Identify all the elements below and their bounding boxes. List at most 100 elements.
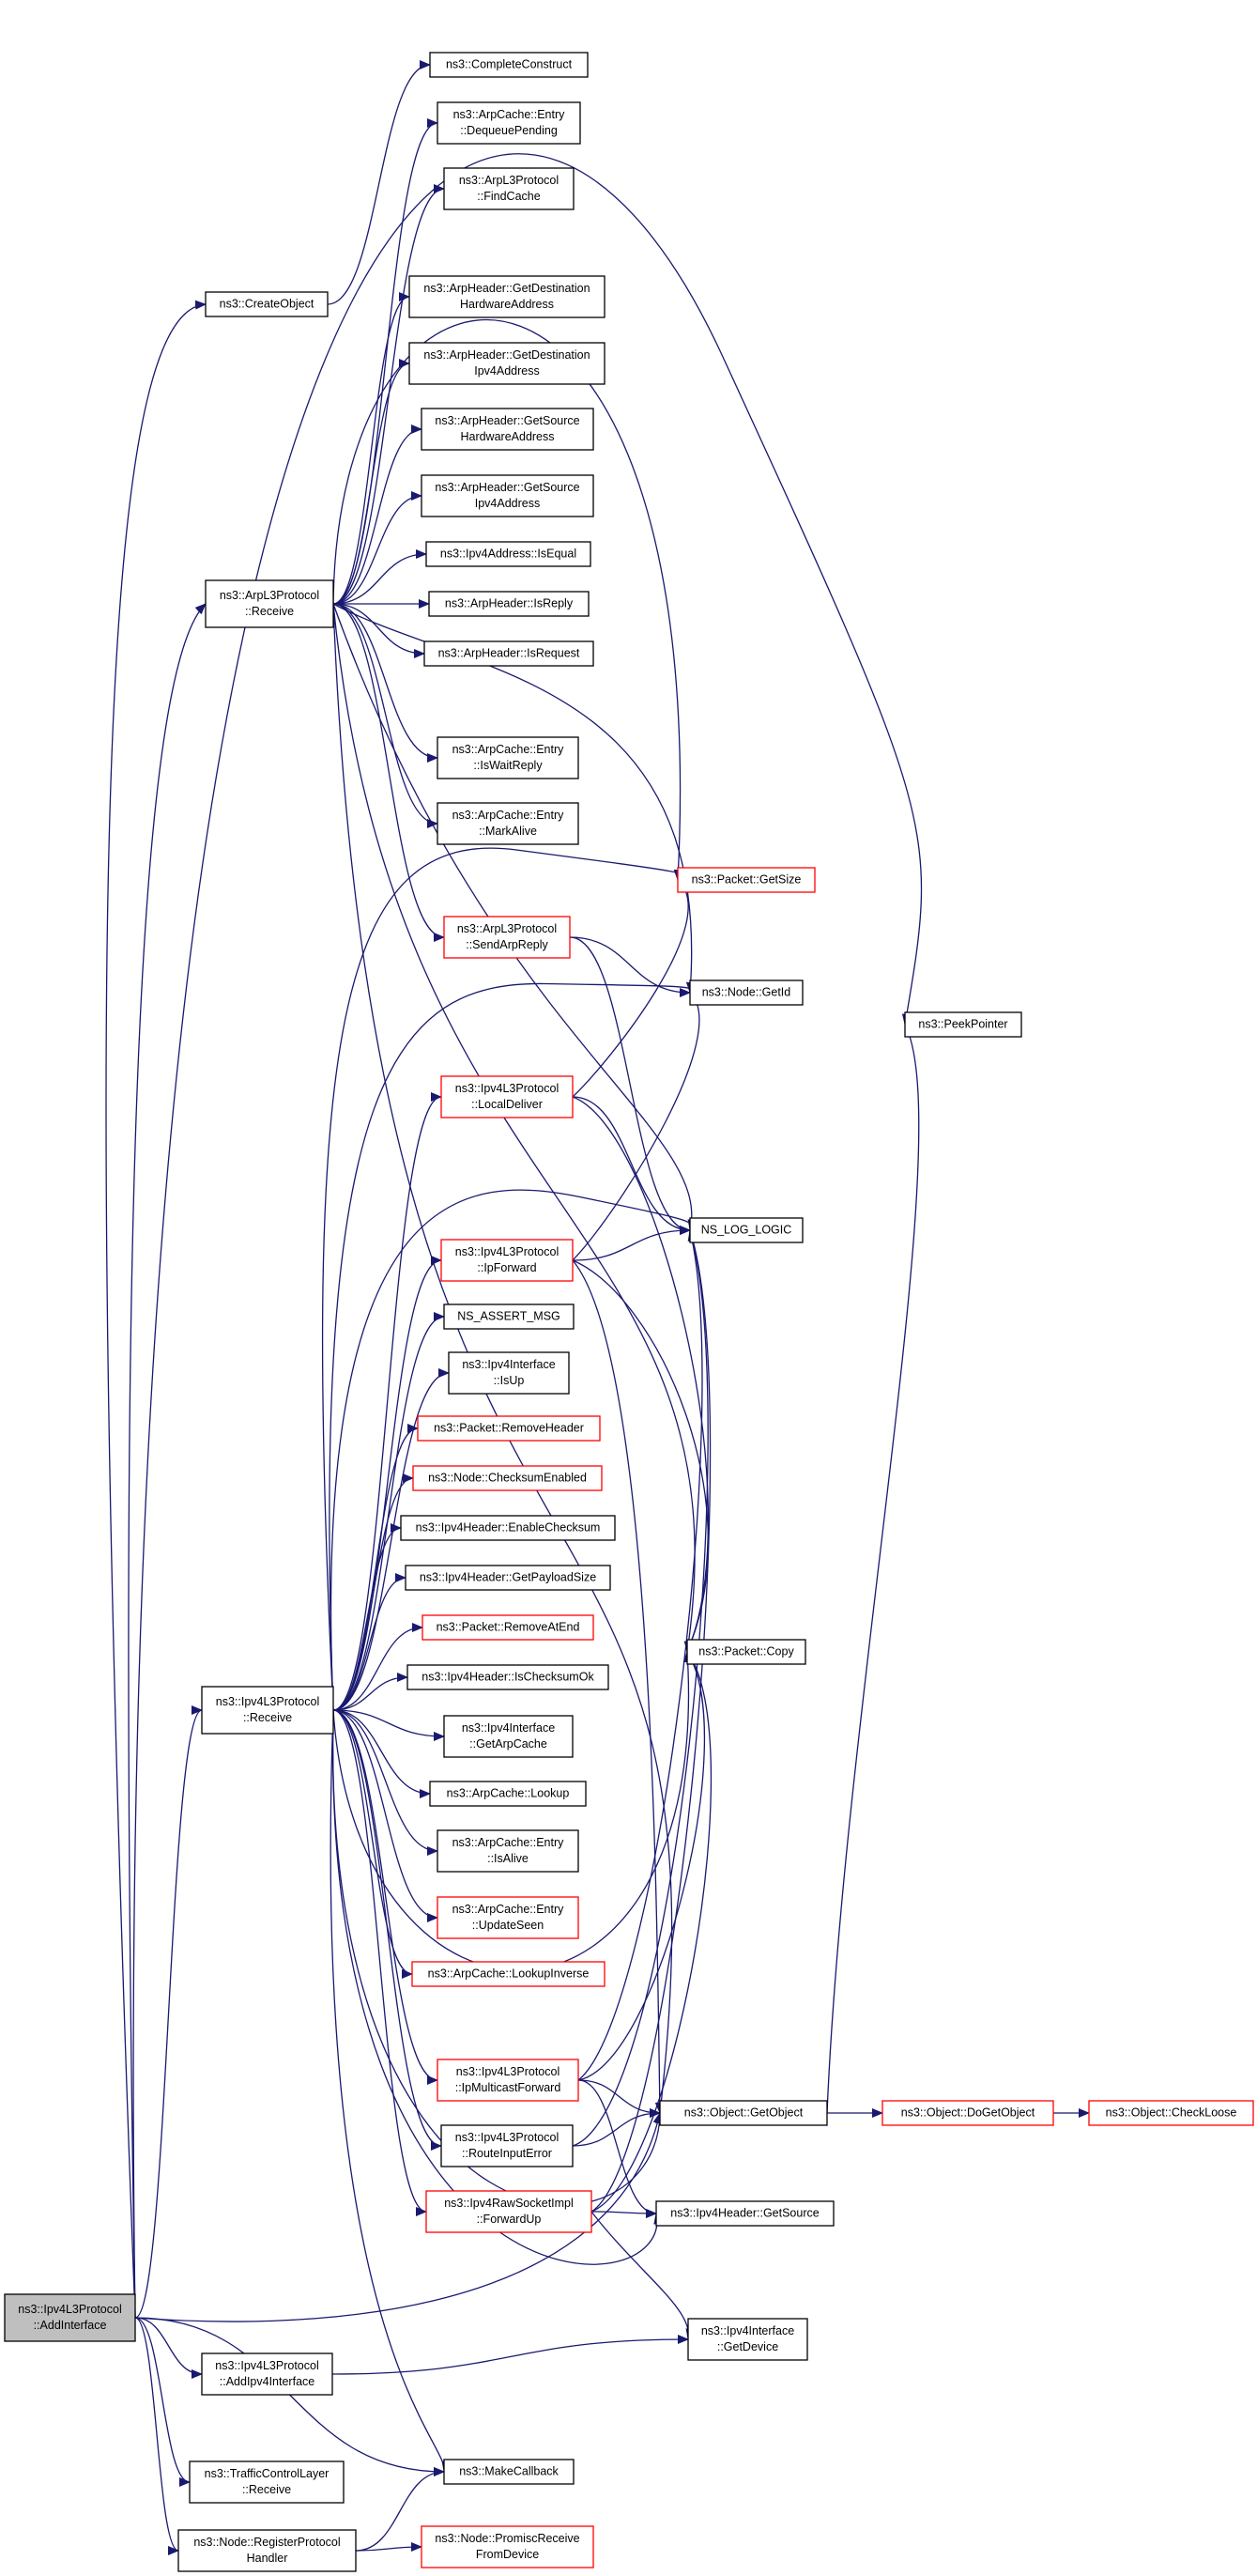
node-removeatend[interactable]: ns3::Packet::RemoveAtEnd <box>422 1614 594 1641</box>
node-isequal[interactable]: ns3::Ipv4Address::IsEqual <box>425 541 591 567</box>
edge-addinterface-to-registerprotocol <box>134 2317 179 2555</box>
node-label: ns3::Ipv4Header::GetSource <box>670 2206 819 2219</box>
node-label: ::IpMulticastForward <box>455 2081 561 2094</box>
node-label: Handler <box>247 2552 288 2565</box>
node-label: ns3::Ipv4L3Protocol <box>456 2065 560 2078</box>
node-lookup[interactable]: ns3::ArpCache::Lookup <box>429 1781 587 1807</box>
node-label: ns3::Ipv4Interface <box>462 1358 555 1371</box>
edge-addinterface-to-addipv4interface <box>134 2317 203 2379</box>
edge-localdeliver-to-nsloglogic <box>572 1096 691 1235</box>
node-label: ns3::ArpCache::Entry <box>453 108 566 121</box>
edge-ipv4receive-to-nsassertmsg <box>332 1312 445 1711</box>
edge-arpreceive-to-getsrchw <box>332 424 422 605</box>
node-label: ::Receive <box>242 2483 291 2496</box>
node-ipmulticastforward[interactable]: ns3::Ipv4L3Protocol::IpMulticastForward <box>437 2059 579 2102</box>
node-label: ::RouteInputError <box>462 2147 552 2160</box>
node-markalive[interactable]: ns3::ArpCache::Entry::MarkAlive <box>437 802 579 845</box>
node-addipv4interface[interactable]: ns3::Ipv4L3Protocol::AddIpv4Interface <box>201 2352 333 2396</box>
edge-ipv4receive-to-routeinputerror <box>332 1709 442 2151</box>
edge-ipv4receive-to-lookup <box>332 1709 431 1798</box>
node-getdestip[interactable]: ns3::ArpHeader::GetDestinationIpv4Addres… <box>408 342 606 385</box>
node-dequeuepending[interactable]: ns3::ArpCache::Entry::DequeuePending <box>437 101 581 145</box>
node-sendarpreply[interactable]: ns3::ArpL3Protocol::SendArpReply <box>443 916 571 959</box>
node-getarpcache[interactable]: ns3::Ipv4Interface::GetArpCache <box>443 1715 574 1758</box>
node-arpreceive[interactable]: ns3::ArpL3Protocol::Receive <box>205 579 334 628</box>
edge-createobject-to-completeconstruct <box>327 60 431 305</box>
edge-ipv4receive-to-getid <box>329 981 700 1711</box>
node-getpayloadsize[interactable]: ns3::Ipv4Header::GetPayloadSize <box>405 1565 611 1591</box>
edge-ipv4receive-to-removeatend <box>332 1623 423 1711</box>
node-label: ns3::Ipv4Address::IsEqual <box>440 547 576 560</box>
node-checkloose[interactable]: ns3::Object::CheckLoose <box>1088 2100 1254 2126</box>
node-ipforward[interactable]: ns3::Ipv4L3Protocol::IpForward <box>440 1239 574 1282</box>
node-label: ns3::Node::PromiscReceive <box>435 2532 579 2545</box>
edge-forwardup-to-getsource <box>590 2208 657 2218</box>
node-label: ::IsUp <box>494 1374 525 1387</box>
node-dogetobject[interactable]: ns3::Object::DoGetObject <box>881 2100 1054 2126</box>
node-ischecksumok[interactable]: ns3::Ipv4Header::IsChecksumOk <box>406 1664 609 1690</box>
node-makecallback[interactable]: ns3::MakeCallback <box>443 2459 575 2485</box>
edge-ipv4receive-to-makecallback <box>330 1709 452 2473</box>
node-lookupinverse[interactable]: ns3::ArpCache::LookupInverse <box>411 1961 606 1987</box>
node-isreply[interactable]: ns3::ArpHeader::IsReply <box>428 591 590 617</box>
node-removeheader[interactable]: ns3::Packet::RemoveHeader <box>417 1415 601 1442</box>
node-layer: ns3::Ipv4L3Protocol::AddInterface ns3::Cr… <box>4 52 1254 2572</box>
edge-arpreceive-to-copy <box>332 603 696 1653</box>
edge-addinterface-to-createobject <box>105 300 207 2319</box>
edge-ipv4receive-to-lookupinverse <box>332 1709 413 1979</box>
edge-arpreceive-to-getobject <box>332 603 673 2114</box>
node-getdesthw[interactable]: ns3::ArpHeader::GetDestinationHardwareAd… <box>408 275 606 318</box>
node-label: ::UpdateSeen <box>472 1919 544 1932</box>
node-isrequest[interactable]: ns3::ArpHeader::IsRequest <box>423 640 594 667</box>
node-label: HardwareAddress <box>460 298 554 311</box>
edge-localdeliver-to-copy <box>572 1096 710 1653</box>
node-getdevice[interactable]: ns3::Ipv4Interface::GetDevice <box>687 2318 808 2361</box>
node-completeconstruct[interactable]: ns3::CompleteConstruct <box>429 52 589 78</box>
node-label: NS_ASSERT_MSG <box>457 1309 560 1322</box>
node-routeinputerror[interactable]: ns3::Ipv4L3Protocol::RouteInputError <box>440 2124 574 2167</box>
node-tclreceive[interactable]: ns3::TrafficControlLayer::Receive <box>189 2460 345 2504</box>
edge-addinterface-to-peekpointer <box>132 153 923 2319</box>
edge-forwardup-to-copy <box>590 1651 713 2213</box>
node-label: ns3::ArpCache::Entry <box>452 809 565 822</box>
node-label: NS_LOG_LOGIC <box>701 1223 792 1236</box>
node-enablechecksum[interactable]: ns3::Ipv4Header::EnableChecksum <box>400 1515 616 1541</box>
node-updateseen[interactable]: ns3::ArpCache::Entry::UpdateSeen <box>437 1896 579 1939</box>
edge-ipforward-to-getobject <box>572 1259 665 2114</box>
edge-ipforward-to-getid <box>572 992 701 1261</box>
node-createobject[interactable]: ns3::CreateObject <box>205 291 329 317</box>
edge-ipv4receive-to-isup <box>332 1368 450 1711</box>
edge-arpreceive-to-sendarpreply <box>332 603 445 942</box>
node-iswaitreply[interactable]: ns3::ArpCache::Entry::IsWaitReply <box>437 736 579 779</box>
node-isup[interactable]: ns3::Ipv4Interface::IsUp <box>448 1351 570 1395</box>
node-nsloglogic[interactable]: NS_LOG_LOGIC <box>689 1217 804 1243</box>
node-forwardup[interactable]: ns3::Ipv4RawSocketImpl::ForwardUp <box>425 2190 592 2233</box>
edge-arpreceive-to-isrequest <box>332 603 425 658</box>
node-addinterface[interactable]: ns3::Ipv4L3Protocol::AddInterface <box>4 2293 136 2342</box>
node-label: ns3::PeekPointer <box>918 1017 1007 1030</box>
node-getobject[interactable]: ns3::Object::GetObject <box>659 2100 828 2126</box>
node-checksumenabled[interactable]: ns3::Node::ChecksumEnabled <box>412 1465 603 1491</box>
node-peekpointer[interactable]: ns3::PeekPointer <box>904 1011 1022 1038</box>
node-getsource[interactable]: ns3::Ipv4Header::GetSource <box>655 2200 835 2227</box>
node-label: ns3::ArpCache::LookupInverse <box>428 1967 590 1980</box>
node-getid[interactable]: ns3::Node::GetId <box>689 979 804 1006</box>
edge-ipv4receive-to-getobject <box>331 1709 665 2206</box>
edge-getobject-to-peekpointer <box>826 1024 920 2114</box>
node-isalive[interactable]: ns3::ArpCache::Entry::IsAlive <box>437 1829 579 1873</box>
node-ipv4receive[interactable]: ns3::Ipv4L3Protocol::Receive <box>201 1686 334 1735</box>
edge-arpreceive-to-isequal <box>332 549 427 605</box>
node-copy[interactable]: ns3::Packet::Copy <box>686 1639 806 1665</box>
node-label: ::ForwardUp <box>477 2213 542 2226</box>
node-localdeliver[interactable]: ns3::Ipv4L3Protocol::LocalDeliver <box>440 1075 574 1118</box>
node-nsassertmsg[interactable]: NS_ASSERT_MSG <box>443 1303 575 1330</box>
edge-ipv4receive-to-enablechecksum <box>332 1523 402 1711</box>
node-findcache[interactable]: ns3::ArpL3Protocol::FindCache <box>443 167 575 210</box>
edge-layer <box>105 60 1090 2555</box>
node-getsize[interactable]: ns3::Packet::GetSize <box>677 867 816 893</box>
node-label: ::MarkAlive <box>479 825 537 838</box>
